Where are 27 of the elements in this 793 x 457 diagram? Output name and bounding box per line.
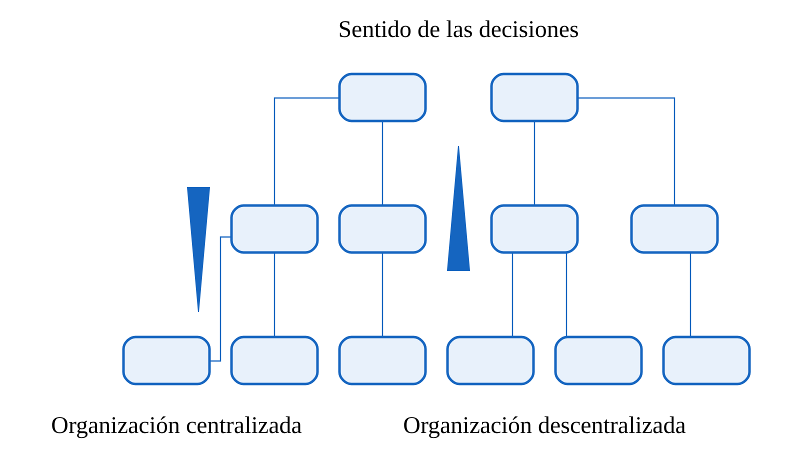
connector <box>534 120 536 205</box>
node-box <box>230 204 319 254</box>
connector <box>274 252 276 336</box>
connector <box>578 96 676 205</box>
node-arrow <box>186 186 210 312</box>
node-box <box>630 204 719 254</box>
node-arrow <box>446 145 470 270</box>
connector <box>382 120 384 205</box>
node-box <box>338 72 427 122</box>
node-box <box>490 72 579 122</box>
node-box <box>490 204 579 254</box>
node-box <box>662 335 751 385</box>
node-box <box>446 335 535 385</box>
connector <box>274 96 340 205</box>
node-box <box>230 335 319 385</box>
node-box <box>338 335 427 385</box>
label: Organización centralizada <box>51 412 302 439</box>
node-box <box>554 335 643 385</box>
node-box <box>122 335 211 385</box>
label: Sentido de las decisiones <box>338 16 579 43</box>
connector <box>690 252 692 336</box>
connector <box>566 252 568 336</box>
connector <box>382 252 384 336</box>
connector <box>512 252 514 336</box>
label: Organización descentralizada <box>403 412 686 439</box>
node-box <box>338 204 427 254</box>
connector <box>210 236 232 362</box>
